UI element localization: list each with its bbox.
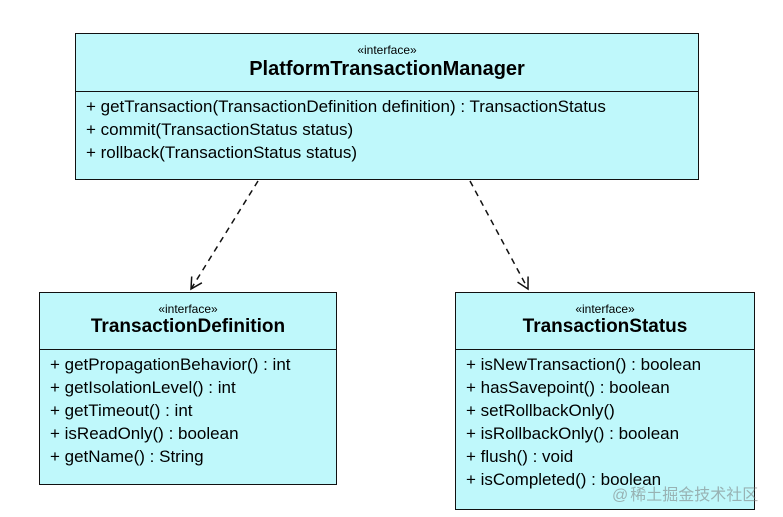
class-header: «interface» TransactionStatus (456, 293, 754, 350)
member-list: + isNewTransaction() : boolean + hasSave… (456, 350, 754, 491)
class-name: PlatformTransactionManager (249, 58, 525, 80)
member-item: + setRollbackOnly() (466, 401, 615, 420)
watermark: @稀土掘金技术社区 (612, 481, 758, 505)
arrow-to-transaction-definition (190, 180, 259, 291)
stereotype-label: «interface» (158, 302, 218, 316)
class-name: TransactionStatus (522, 316, 688, 337)
arrow-to-transaction-status (469, 180, 529, 291)
class-header: «interface» PlatformTransactionManager (76, 34, 698, 92)
class-box-transaction-definition: «interface» TransactionDefinition + getP… (39, 292, 337, 485)
class-box-platform-transaction-manager: «interface» PlatformTransactionManager +… (75, 33, 699, 180)
stereotype-label: «interface» (575, 302, 635, 316)
member-list: + getTransaction(TransactionDefinition d… (76, 92, 698, 164)
member-item: + flush() : void (466, 447, 574, 466)
member-item: + hasSavepoint() : boolean (466, 378, 670, 397)
class-header: «interface» TransactionDefinition (40, 293, 336, 350)
watermark-text: 稀土掘金技术社区 (630, 487, 759, 504)
member-list: + getPropagationBehavior() : int + getIs… (40, 350, 336, 468)
member-item: + getTimeout() : int (50, 401, 193, 420)
member-item: + getPropagationBehavior() : int (50, 355, 291, 374)
member-item: + rollback(TransactionStatus status) (86, 143, 358, 162)
class-box-transaction-status: «interface» TransactionStatus + isNewTra… (455, 292, 755, 510)
member-item: + isReadOnly() : boolean (50, 424, 239, 443)
member-item: + isCompleted() : boolean (466, 470, 662, 489)
member-item: + getIsolationLevel() : int (50, 378, 236, 397)
member-item: + isRollbackOnly() : boolean (466, 424, 680, 443)
member-item: + getTransaction(TransactionDefinition d… (86, 97, 606, 116)
watermark-symbol: @ (612, 487, 629, 504)
stereotype-label: «interface» (357, 43, 417, 57)
class-name: TransactionDefinition (90, 316, 286, 337)
member-item: + commit(TransactionStatus status) (86, 120, 354, 139)
member-item: + getName() : String (50, 447, 204, 466)
member-item: + isNewTransaction() : boolean (466, 355, 702, 374)
